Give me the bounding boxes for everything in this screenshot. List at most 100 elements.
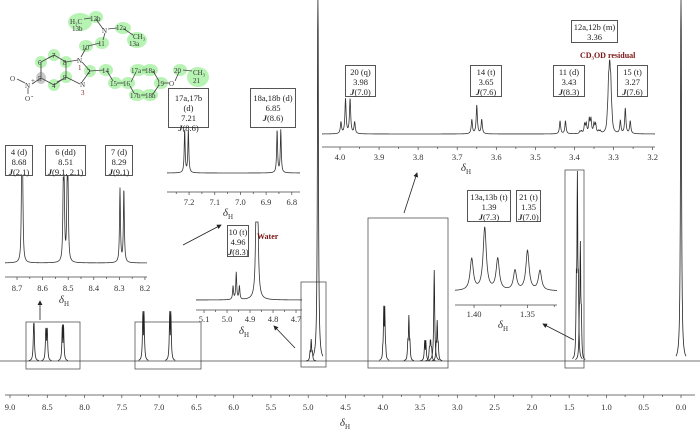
signal-shift: 3.98 bbox=[353, 77, 368, 87]
inset-B-tick-label: 6.9 bbox=[261, 197, 272, 207]
inset-A-tick-label: 8.7 bbox=[12, 283, 23, 293]
inset-E-xlabel: δH bbox=[498, 319, 508, 333]
inset-A-tick-label: 8.2 bbox=[140, 283, 151, 293]
atom-label: 21 bbox=[193, 77, 201, 85]
bond bbox=[16, 78, 26, 84]
signal-coupling: J(7.3) bbox=[468, 212, 510, 222]
peak-s18-main bbox=[165, 311, 176, 361]
bond bbox=[174, 71, 180, 82]
signal-coupling: J(9.1) bbox=[106, 167, 132, 177]
inset-D-tick-label: 4.0 bbox=[335, 152, 346, 162]
peak-s17-main bbox=[138, 311, 149, 361]
atom-label: N bbox=[77, 57, 82, 65]
inset-B-tick-label: 6.8 bbox=[286, 197, 297, 207]
signal-shift: 8.68 bbox=[11, 157, 27, 167]
atom-label: 2 bbox=[87, 68, 91, 76]
atom-label: 9 bbox=[63, 74, 67, 82]
j-symbol: J bbox=[558, 87, 563, 97]
signal-assignment: 7 (d) bbox=[110, 147, 128, 157]
j-symbol: J bbox=[518, 212, 523, 222]
bond bbox=[81, 61, 91, 72]
atom-label: 4 bbox=[52, 82, 56, 90]
bond bbox=[182, 69, 193, 72]
bond bbox=[47, 54, 56, 59]
bond bbox=[107, 27, 118, 30]
bond bbox=[102, 32, 106, 41]
bond bbox=[152, 84, 160, 95]
inset-C-tick-label: 4.9 bbox=[245, 314, 256, 324]
atom-highlight bbox=[121, 77, 135, 89]
peak-s4-main bbox=[28, 322, 39, 361]
zoom-arrow-D bbox=[403, 172, 419, 214]
zoom-arrow-B bbox=[182, 224, 222, 246]
signal-shift: 3.65 bbox=[478, 77, 494, 87]
inset-B-tick-label: 7.2 bbox=[184, 197, 195, 207]
signal-coupling: J(7.6) bbox=[471, 87, 501, 97]
peak-s15-main bbox=[432, 319, 443, 361]
inset-E-tick-label: 1.40 bbox=[467, 309, 482, 319]
main-tick-label: 2.5 bbox=[489, 402, 500, 412]
main-tick-label: 1.0 bbox=[601, 402, 612, 412]
inset-C-tick-label: 5.1 bbox=[199, 314, 210, 324]
spectrum-traces bbox=[0, 0, 700, 362]
atom-label: 16 bbox=[123, 80, 131, 88]
zoom-frame-C bbox=[300, 281, 327, 368]
inset-D-tick-label: 3.8 bbox=[413, 152, 424, 162]
inset-E-trace bbox=[454, 226, 558, 291]
inset-D-xlabel: δH bbox=[461, 162, 471, 176]
signal-coupling: J(2.1) bbox=[6, 167, 32, 177]
bond bbox=[53, 54, 67, 63]
signal-coupling: J(8.3) bbox=[228, 247, 249, 257]
signal-assignment: 18a,18b (d) bbox=[253, 93, 293, 103]
inset-D-tick-label: 3.2 bbox=[647, 152, 658, 162]
peak-s10-main bbox=[306, 338, 317, 362]
peak-s7-main bbox=[57, 324, 69, 361]
j-symbol: J bbox=[108, 167, 113, 177]
j-symbol: J bbox=[178, 123, 183, 133]
atom-label: 12b bbox=[90, 15, 101, 23]
bond bbox=[152, 70, 160, 82]
signal-assignment: 13a,13b (t) bbox=[470, 192, 508, 202]
atom-highlight bbox=[173, 64, 187, 76]
atom-label: 18b bbox=[145, 92, 156, 100]
signal-assignment: 14 (t) bbox=[476, 67, 496, 77]
inset-B-tick-label: 7.1 bbox=[209, 197, 220, 207]
atom-label: N bbox=[25, 82, 30, 90]
j-value: (8.3) bbox=[232, 247, 249, 257]
atom-highlight bbox=[130, 64, 146, 76]
signal-coupling: J(7.0) bbox=[517, 212, 540, 222]
inset-A-xlabel: δH bbox=[59, 294, 69, 308]
inset-D-tick-label: 3.6 bbox=[491, 152, 502, 162]
signal-assignment: 21 (t) bbox=[519, 192, 538, 202]
main-tick-label: 8.5 bbox=[42, 402, 53, 412]
delta-subscript: H bbox=[228, 213, 233, 221]
inset-D-trace bbox=[322, 59, 655, 135]
water-annotation: Water bbox=[257, 232, 279, 241]
bond bbox=[56, 78, 64, 83]
delta-symbol: δ bbox=[239, 325, 245, 337]
j-symbol: J bbox=[228, 247, 233, 257]
atom-label: 6 bbox=[38, 59, 42, 67]
atom-label: 17a bbox=[131, 67, 142, 75]
signal-coupling: J(8.6) bbox=[169, 123, 208, 133]
delta-symbol: δ bbox=[498, 319, 504, 331]
inset-C-trace bbox=[196, 221, 302, 301]
main-tick-label: 2.0 bbox=[527, 402, 538, 412]
atom-label: 13a bbox=[129, 40, 140, 48]
main-tick-label: 3.5 bbox=[415, 402, 426, 412]
signal-label-s12: 12a,12b (m)3.36 bbox=[571, 20, 618, 43]
atom-label: 14 bbox=[102, 67, 110, 75]
atom-label: 18a bbox=[145, 67, 156, 75]
zoom-frames bbox=[25, 169, 585, 370]
atom-label: 3 bbox=[81, 89, 85, 97]
signal-coupling: J(7.0) bbox=[346, 87, 375, 97]
bond bbox=[129, 85, 135, 94]
j-value: (8.6) bbox=[266, 113, 284, 123]
signal-shift: 8.51 bbox=[58, 157, 73, 167]
atom-label: 20 bbox=[174, 67, 182, 75]
